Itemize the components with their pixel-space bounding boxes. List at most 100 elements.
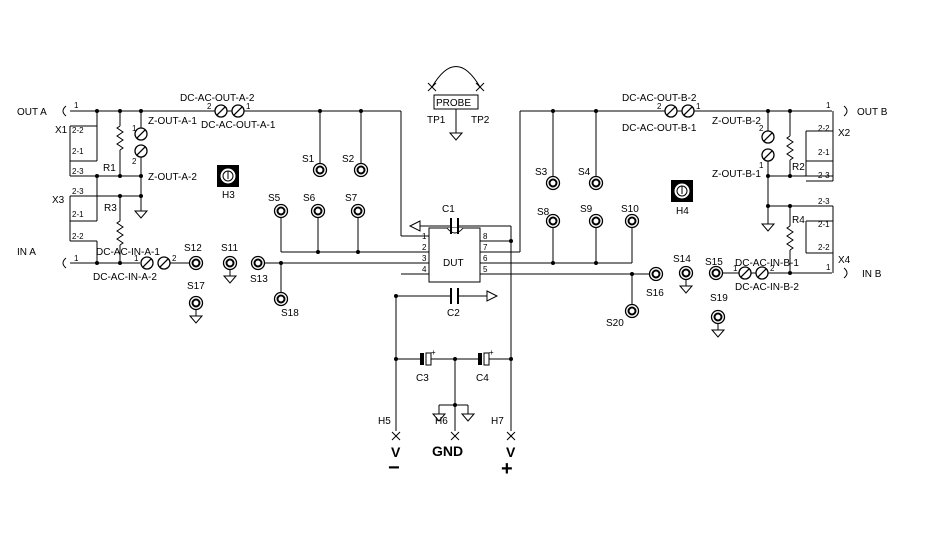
svg-text:2-2: 2-2 — [818, 243, 830, 252]
svg-text:1: 1 — [74, 254, 79, 263]
s1-label: S1 — [302, 154, 315, 165]
s13-label: S13 — [250, 274, 268, 285]
x4-header: X4 2-3 2-1 2-2 — [805, 197, 851, 273]
in-a-label: IN A — [17, 247, 36, 258]
s16-label: S16 — [646, 288, 664, 299]
h5-label: H5 — [378, 416, 391, 427]
h7-x-icon — [506, 431, 516, 441]
s15-testpoint-icon[interactable] — [708, 265, 724, 281]
s9-testpoint-icon[interactable] — [588, 213, 604, 229]
h5-x-icon — [391, 431, 401, 441]
svg-text:2-3: 2-3 — [72, 167, 84, 176]
r3-label: R3 — [104, 203, 117, 214]
svg-text:1: 1 — [826, 263, 831, 272]
s10-testpoint-icon[interactable] — [624, 213, 640, 229]
ground-icon — [189, 309, 203, 324]
out-b-connector-icon — [843, 105, 848, 117]
h3-label: H3 — [222, 190, 235, 201]
s18-testpoint-icon[interactable] — [273, 291, 289, 307]
z-out-b-2-jumper-icon[interactable] — [761, 130, 775, 144]
s17-label: S17 — [187, 281, 205, 292]
dc-ac-out-b-1-jumper-icon[interactable] — [681, 104, 695, 118]
svg-text:1: 1 — [759, 161, 764, 170]
s5-testpoint-icon[interactable] — [273, 203, 289, 219]
h6-x-icon — [450, 431, 460, 441]
s7-testpoint-icon[interactable] — [350, 203, 366, 219]
s9-label: S9 — [580, 204, 593, 215]
gnd-label: GND — [432, 443, 463, 459]
c1-label: C1 — [442, 204, 455, 215]
x3-header: X3 2-3 2-1 2-2 — [52, 187, 98, 263]
dut-ic: DUT 1 2 3 4 5 6 7 8 — [401, 227, 511, 283]
z-out-a-1-jumper-icon[interactable] — [134, 127, 148, 141]
z-out-a-2-jumper-icon[interactable] — [134, 144, 148, 158]
ground-icon — [134, 204, 148, 219]
s15-label: S15 — [705, 257, 723, 268]
svg-text:6: 6 — [483, 254, 488, 263]
svg-text:2-2: 2-2 — [818, 124, 830, 133]
v-minus-label: V — [391, 444, 401, 460]
svg-text:2-3: 2-3 — [818, 171, 830, 180]
out-a-section: OUT A 1 X1 2-2 2-1 2-3 R1 1 2 — [17, 93, 429, 237]
svg-text:2-3: 2-3 — [72, 187, 84, 196]
c2-capacitor: C2 — [396, 288, 499, 319]
s3-label: S3 — [535, 167, 548, 178]
s20-testpoint-icon[interactable] — [624, 303, 640, 319]
c4-label: C4 — [476, 373, 489, 384]
dut-body — [428, 227, 481, 283]
ground-icon — [486, 290, 499, 302]
tp1-x-icon — [427, 82, 437, 92]
svg-text:5: 5 — [483, 265, 488, 274]
out-a-label: OUT A — [17, 107, 47, 118]
svg-text:4: 4 — [422, 265, 427, 274]
s12-testpoint-icon[interactable] — [188, 255, 204, 271]
dc-ac-in-b-1-label: DC-AC-IN-B-1 — [735, 258, 799, 269]
probe-section: PROBE TP1 TP2 — [427, 66, 490, 141]
r2-resistor-icon — [786, 135, 794, 161]
s11-label: S11 — [221, 243, 238, 254]
svg-text:2: 2 — [422, 243, 427, 252]
s11-testpoint-icon[interactable] — [222, 255, 238, 271]
s1-testpoint-icon[interactable] — [312, 162, 328, 178]
z-out-b-1-jumper-icon[interactable] — [761, 148, 775, 162]
svg-text:3: 3 — [422, 254, 427, 263]
in-b-connector-icon — [843, 267, 848, 279]
ground-icon — [761, 217, 775, 232]
z-out-b-2-label: Z-OUT-B-2 — [712, 116, 761, 127]
svg-text:2: 2 — [132, 157, 137, 166]
s14-label: S14 — [673, 254, 691, 265]
s4-testpoint-icon[interactable] — [588, 175, 604, 191]
svg-text:2: 2 — [759, 124, 764, 133]
c1-capacitor: C1 — [408, 204, 511, 234]
svg-text:1: 1 — [826, 101, 831, 110]
svg-text:2-1: 2-1 — [72, 210, 84, 219]
svg-text:+: + — [431, 348, 436, 357]
svg-text:2-3: 2-3 — [818, 197, 830, 206]
in-a-connector-icon — [62, 257, 67, 269]
s17-testpoint-icon[interactable] — [188, 295, 204, 311]
dc-ac-in-a-2-label: DC-AC-IN-A-2 — [93, 272, 157, 283]
dc-ac-in-a-2-jumper-icon[interactable] — [157, 256, 171, 270]
s16-testpoint-icon[interactable] — [648, 266, 664, 282]
probe-loop-icon — [431, 66, 481, 88]
svg-text:2-2: 2-2 — [72, 126, 84, 135]
s13-testpoint-icon[interactable] — [250, 255, 266, 271]
x2-header: X2 2-2 2-1 2-3 — [805, 111, 851, 182]
dc-ac-out-b-2-jumper-icon[interactable] — [664, 104, 678, 118]
svg-text:8: 8 — [483, 232, 488, 241]
s14-testpoint-icon[interactable] — [678, 265, 694, 281]
s2-testpoint-icon[interactable] — [353, 162, 369, 178]
dc-ac-out-a-1-label: DC-AC-OUT-A-1 — [201, 120, 276, 131]
dc-ac-in-a-1-jumper-icon[interactable] — [140, 256, 154, 270]
s6-label: S6 — [303, 193, 316, 204]
s6-testpoint-icon[interactable] — [310, 203, 326, 219]
s3-testpoint-icon[interactable] — [545, 175, 561, 191]
svg-text:2: 2 — [207, 102, 212, 111]
r2-label: R2 — [792, 162, 805, 173]
dc-ac-out-a-2-jumper-icon[interactable] — [214, 104, 228, 118]
svg-text:2-1: 2-1 — [818, 148, 830, 157]
dc-ac-out-a-1-jumper-icon[interactable] — [231, 104, 245, 118]
s19-testpoint-icon[interactable] — [710, 309, 726, 325]
svg-text:+: + — [489, 348, 494, 357]
s2-label: S2 — [342, 154, 355, 165]
